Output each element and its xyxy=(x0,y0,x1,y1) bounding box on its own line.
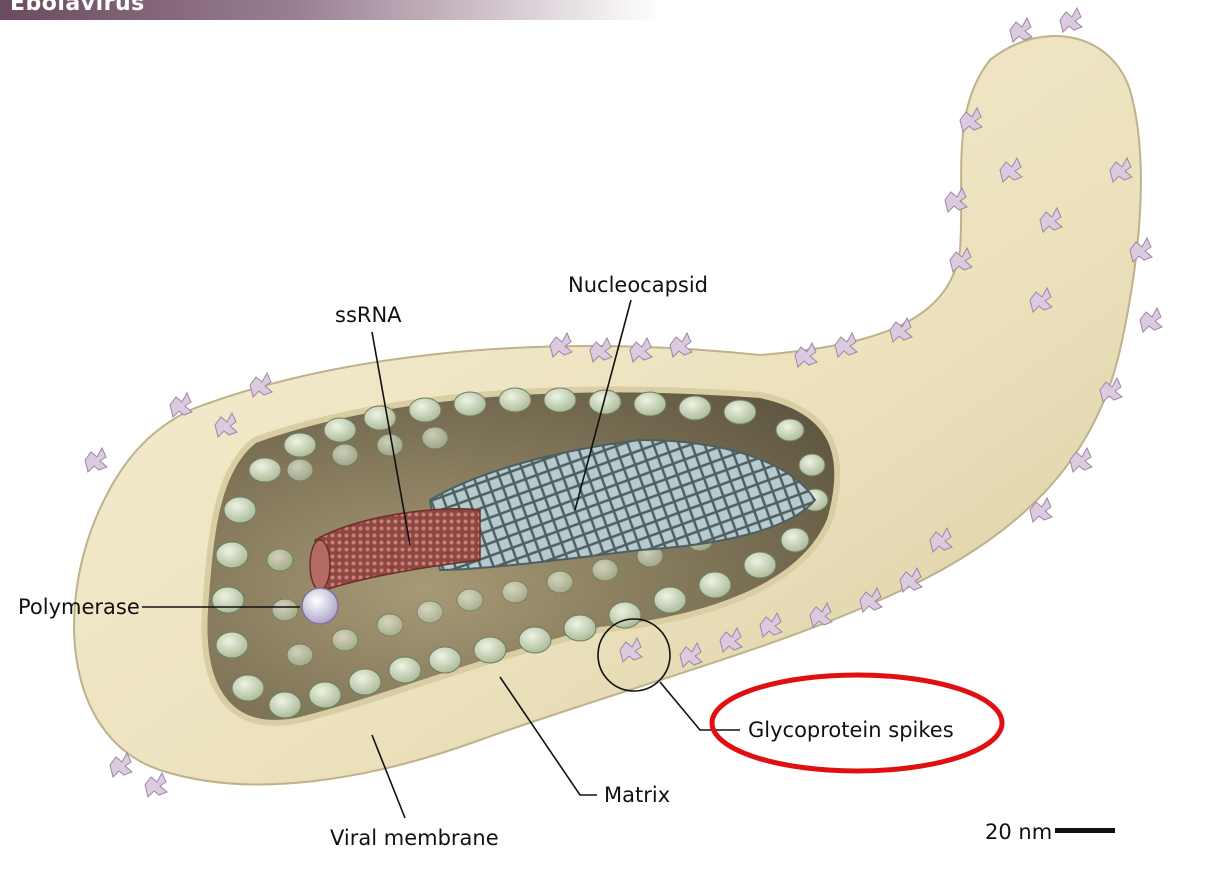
glycoprotein-spikes-label: Glycoprotein spikes xyxy=(748,718,954,742)
polymerase-shape xyxy=(302,588,338,624)
ssrna-label: ssRNA xyxy=(335,303,402,327)
scale-label: 20 nm xyxy=(985,820,1052,844)
matrix-label: Matrix xyxy=(604,783,670,807)
scale-bar xyxy=(1055,828,1115,833)
viral-membrane-label: Viral membrane xyxy=(330,826,499,850)
nucleocapsid-label: Nucleocapsid xyxy=(568,273,708,297)
polymerase-label: Polymerase xyxy=(18,595,140,619)
